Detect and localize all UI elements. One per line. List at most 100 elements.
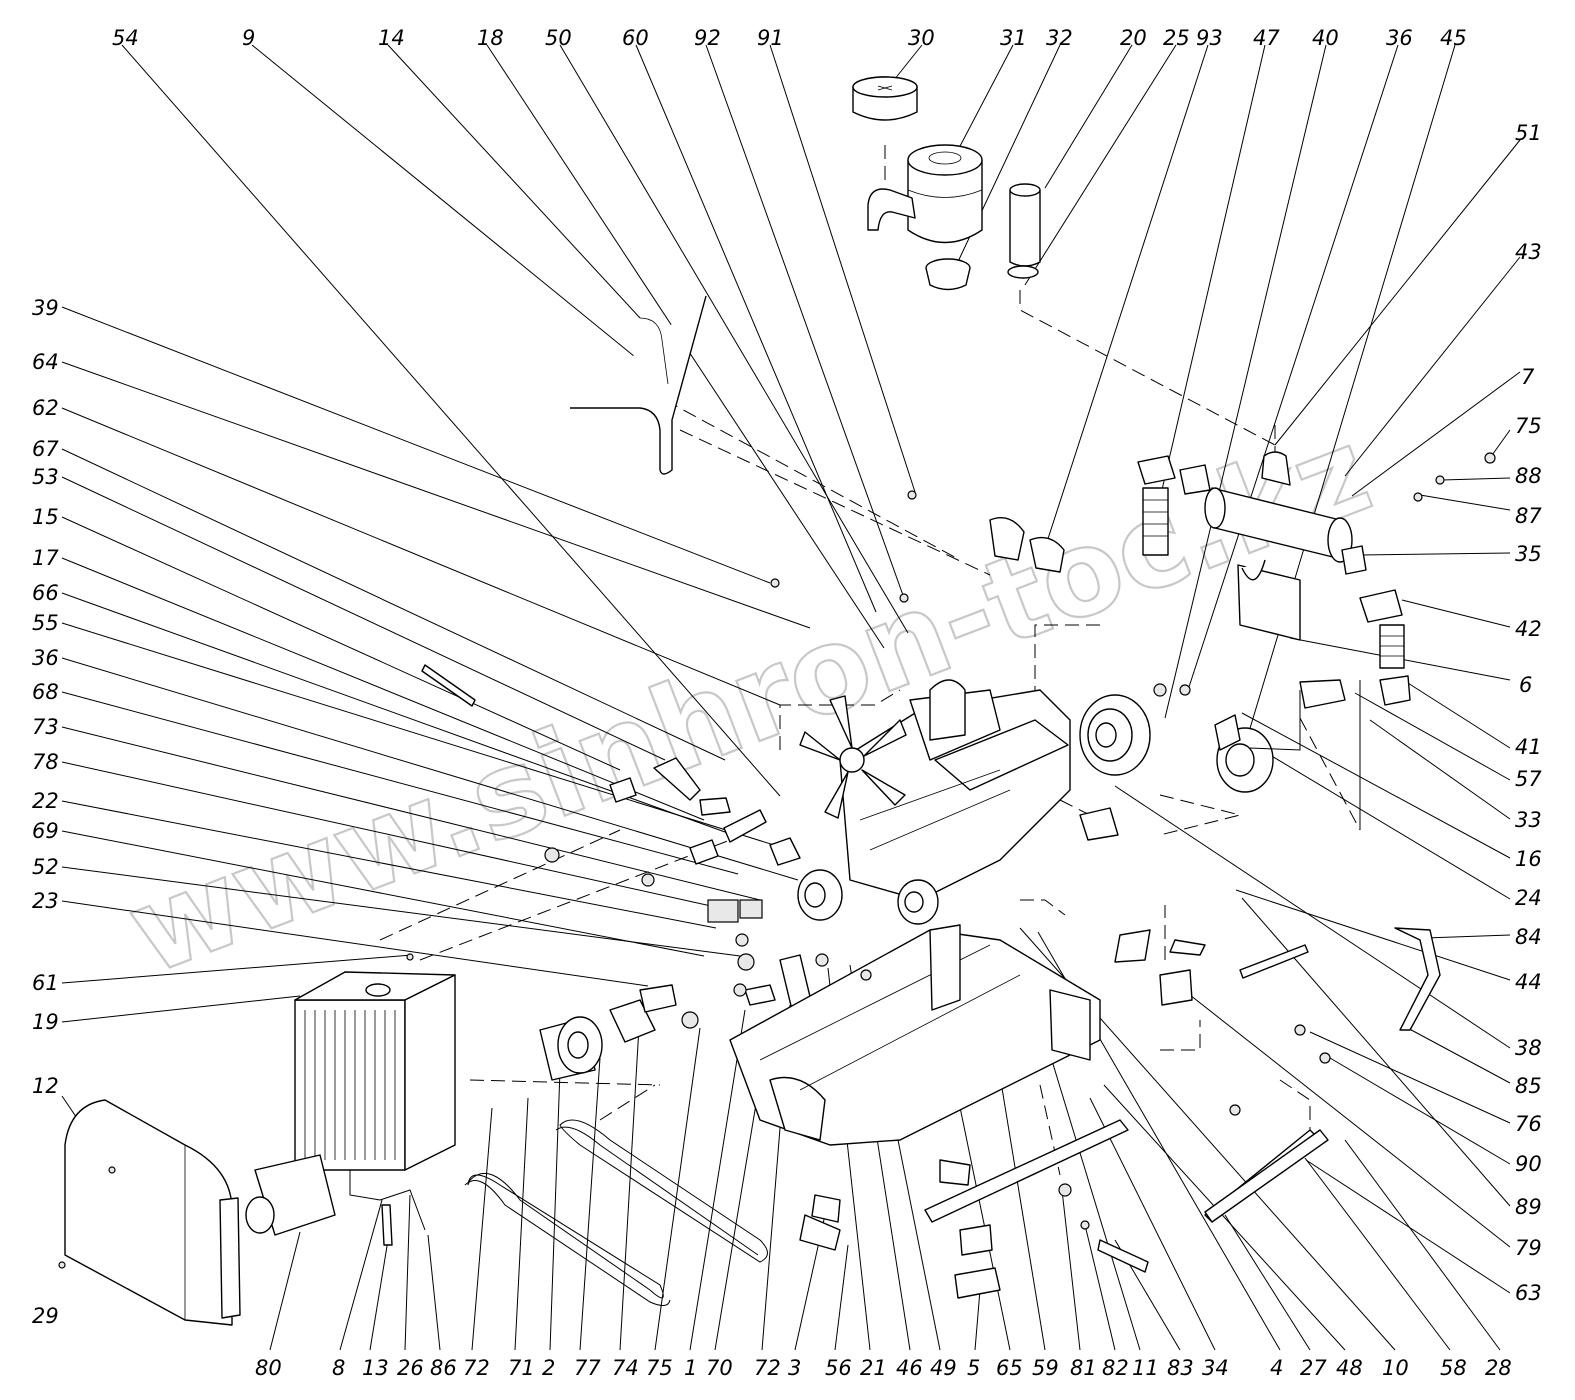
callout-number: 20: [1120, 26, 1147, 50]
part-water-pipes: [349, 1170, 426, 1246]
callout-number: 40: [1312, 26, 1339, 50]
callout-number: 28: [1485, 1356, 1512, 1380]
callout-number: 72: [754, 1356, 781, 1380]
callout-number: 29: [32, 1304, 59, 1328]
callout-number: 39: [32, 296, 59, 320]
part-cyclone-elbow: [925, 258, 971, 291]
callout-number: 21: [860, 1356, 887, 1380]
callout-number: 25: [1163, 26, 1190, 50]
callout-number: 41: [1515, 735, 1542, 759]
callout-number: 62: [32, 396, 59, 420]
part-exhaust-flanges: [1137, 455, 1411, 706]
callout-number: 81: [1070, 1356, 1097, 1380]
callout-number: 60: [622, 26, 649, 50]
callout-number: 52: [32, 855, 59, 879]
callout-number: 19: [32, 1010, 59, 1034]
part-fan: [799, 695, 907, 819]
callout-number: 47: [1253, 26, 1280, 50]
assembly-lines: [379, 145, 1361, 1176]
part-engine-block: [839, 679, 1071, 901]
callout-number: 61: [32, 971, 59, 995]
callout-number: 18: [477, 26, 504, 50]
part-radiator-cover: [64, 1099, 241, 1326]
callout-number: 65: [996, 1356, 1023, 1380]
callout-number: 75: [646, 1356, 673, 1380]
part-pulleys-front: [797, 869, 939, 925]
part-drive-belts: [464, 1119, 768, 1306]
part-air-cleaner: [867, 144, 983, 244]
callout-number: 87: [1515, 504, 1542, 528]
callout-number: 54: [112, 26, 139, 50]
callout-number: 51: [1515, 121, 1542, 145]
callout-number: 43: [1515, 240, 1542, 264]
callout-number: 93: [1196, 26, 1223, 50]
callout-number: 69: [32, 819, 59, 843]
callout-number: 64: [32, 350, 59, 374]
callout-number: 36: [32, 646, 59, 670]
part-exhaust-muffler: [1204, 451, 1353, 563]
callout-number: 16: [1515, 847, 1542, 871]
callout-number: 70: [706, 1356, 733, 1380]
part-dipstick-tube: [570, 295, 707, 475]
part-intake-pipe: [1007, 183, 1041, 279]
callout-number: 49: [930, 1356, 957, 1380]
callout-number: 44: [1515, 970, 1542, 994]
part-exhaust-bellows: [1142, 487, 1405, 669]
callout-number: 11: [1132, 1356, 1159, 1380]
callout-number: 15: [32, 505, 59, 529]
part-water-pump: [245, 1154, 336, 1236]
callout-number: 72: [463, 1356, 490, 1380]
callout-number: 2: [542, 1356, 555, 1380]
callout-number: 24: [1515, 886, 1542, 910]
part-exhaust-brackets: [989, 517, 1301, 641]
callout-number: 57: [1515, 767, 1542, 791]
callout-number: 13: [362, 1356, 389, 1380]
callout-number: 6: [1519, 673, 1532, 697]
callout-number: 67: [32, 437, 59, 461]
part-small-fittings: [58, 452, 1496, 1269]
callout-number: 56: [825, 1356, 852, 1380]
callout-number: 68: [32, 680, 59, 704]
callout-number: 79: [1515, 1236, 1542, 1260]
part-radiator: [294, 971, 456, 1171]
callout-number: 9: [242, 26, 255, 50]
callout-number: 4: [1270, 1356, 1283, 1380]
callout-number: 32: [1046, 26, 1073, 50]
callout-number: 36: [1386, 26, 1413, 50]
callout-number: 92: [694, 26, 721, 50]
callout-number: 85: [1515, 1074, 1542, 1098]
part-mounting-bar: [924, 1119, 1319, 1223]
callout-number: 1: [684, 1356, 697, 1380]
part-shafts: [421, 664, 1329, 1273]
callout-number: 22: [32, 789, 59, 813]
callout-number: 78: [32, 750, 59, 774]
callout-number: 27: [1300, 1356, 1327, 1380]
callout-number: 76: [1515, 1112, 1542, 1136]
callout-number: 89: [1515, 1195, 1542, 1219]
callout-number: 88: [1515, 464, 1542, 488]
callout-number: 83: [1167, 1356, 1194, 1380]
callout-number: 55: [32, 611, 59, 635]
callout-number: 8: [332, 1356, 345, 1380]
callout-number: 48: [1336, 1356, 1363, 1380]
callout-number: 17: [32, 546, 59, 570]
callout-number: 75: [1515, 414, 1542, 438]
callout-number: 53: [32, 465, 59, 489]
callout-number: 33: [1515, 808, 1542, 832]
callout-number: 58: [1440, 1356, 1467, 1380]
callout-number: 45: [1440, 26, 1467, 50]
callout-number: 59: [1032, 1356, 1059, 1380]
callout-number: 42: [1515, 617, 1542, 641]
callout-number: 91: [757, 26, 784, 50]
callout-number: 30: [908, 26, 935, 50]
callout-number: 90: [1515, 1152, 1542, 1176]
callout-number: 66: [32, 581, 59, 605]
part-crankshaft-pulley: [1079, 694, 1151, 776]
callout-number: 74: [612, 1356, 639, 1380]
callout-number: 23: [32, 889, 59, 913]
callout-number: 73: [32, 715, 59, 739]
callout-number: 38: [1515, 1036, 1542, 1060]
part-engine-mounts: [799, 1159, 1001, 1299]
